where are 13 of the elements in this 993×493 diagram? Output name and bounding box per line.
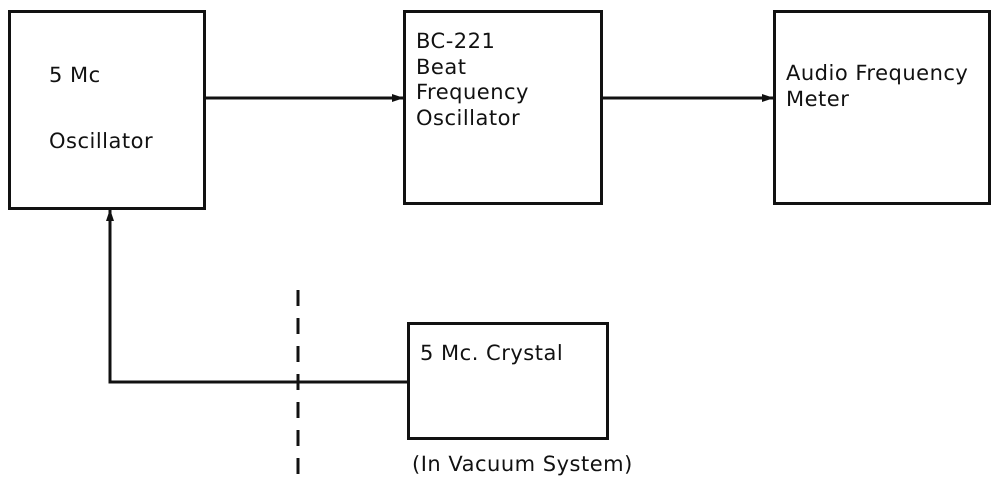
arrow [206,94,404,102]
arrow [106,209,407,384]
block-label: Audio Frequency Meter [786,61,970,112]
block-note: (In Vacuum System) [412,452,633,476]
block-label: 5 Mc [49,63,102,89]
block-box [8,10,206,210]
block-box [403,10,603,205]
arrow [603,94,774,102]
block-label: 5 Mc. Crystal [420,341,564,367]
block-box [407,322,609,440]
block-label: Oscillator [49,128,154,154]
block-label: BC-221 Beat Frequency Oscillator [416,29,530,132]
block-box [773,10,991,205]
